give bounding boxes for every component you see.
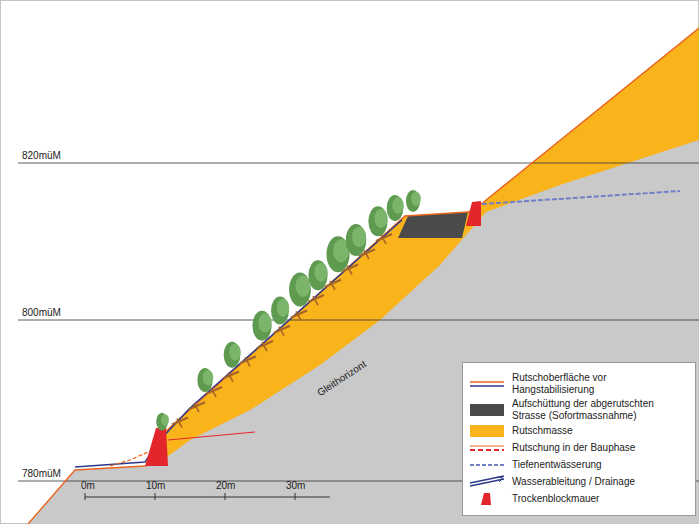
anchor-line <box>168 432 255 440</box>
legend-text: Trockenblockmauer <box>512 493 688 505</box>
tree <box>387 195 404 221</box>
timber <box>381 235 386 244</box>
drainage-line <box>75 220 402 467</box>
timber <box>228 373 233 382</box>
legend-row: Trockenblockmauer <box>469 492 689 506</box>
legend-row: Wasserableitung / Drainage <box>469 475 689 489</box>
legend-text: Rutschmasse <box>512 425 688 437</box>
scale-label: 30m <box>286 480 305 491</box>
tree <box>346 224 366 256</box>
legend-row: Rutschmasse <box>469 424 689 438</box>
tree <box>406 190 421 212</box>
scale-label: 0m <box>81 480 95 491</box>
timber <box>211 388 216 397</box>
deep-drainage <box>482 191 680 204</box>
legend-swatch <box>470 404 504 416</box>
elevation-label: 780müM <box>22 468 61 479</box>
legend-sample <box>469 424 505 438</box>
legend-sample <box>469 475 505 489</box>
legend-text: Tiefenentwässerung <box>512 459 688 471</box>
legend-row: Rutschoberfläche vor Hangstabilisierung <box>469 372 689 395</box>
legend: Rutschoberfläche vor HangstabilisierungA… <box>462 362 696 516</box>
scale-label: 10m <box>146 480 165 491</box>
legend-text: Wasserableitung / Drainage <box>512 476 688 488</box>
surface-line <box>28 28 699 524</box>
legend-swatch <box>470 425 504 437</box>
timber <box>279 327 284 336</box>
timber <box>296 311 301 320</box>
tree <box>368 206 387 236</box>
tree <box>308 260 327 290</box>
construction-slide <box>110 452 148 466</box>
legend-sample <box>469 403 505 417</box>
legend-sample <box>469 441 505 455</box>
timber <box>245 357 250 366</box>
tree <box>289 273 311 307</box>
legend-text: Aufschüttung der abgerutschten Strasse (… <box>512 398 688 421</box>
legend-text: Rutschoberfläche vor Hangstabilisierung <box>512 372 688 395</box>
scale-bar <box>85 493 330 500</box>
bedrock <box>28 28 699 524</box>
timber-steps <box>172 234 392 428</box>
legend-swatch <box>481 493 491 505</box>
trees <box>156 190 421 431</box>
tree <box>197 368 213 392</box>
timber <box>194 403 199 412</box>
legend-sample <box>469 458 505 472</box>
dry-stone-wall <box>466 201 481 226</box>
timber <box>262 342 267 351</box>
timber <box>330 281 335 290</box>
legend-sample <box>469 492 505 506</box>
legend-sample <box>469 377 505 391</box>
dry-stone-wall <box>145 428 168 466</box>
scale-label: 20m <box>216 480 235 491</box>
timber <box>347 266 352 275</box>
elevation-label: 800müM <box>22 307 61 318</box>
tree <box>224 342 241 368</box>
legend-text: Rutschung in der Bauphase <box>512 442 688 454</box>
legend-row: Aufschüttung der abgerutschten Strasse (… <box>469 398 689 421</box>
timber <box>313 296 318 305</box>
sliding-mass <box>150 28 699 465</box>
tree <box>271 297 289 325</box>
tree <box>252 311 271 341</box>
timber <box>177 419 182 428</box>
tree <box>156 413 169 431</box>
legend-row: Rutschung in der Bauphase <box>469 441 689 455</box>
elevation-label: 820müM <box>22 150 61 161</box>
timber <box>364 250 369 259</box>
legend-row: Tiefenentwässerung <box>469 458 689 472</box>
